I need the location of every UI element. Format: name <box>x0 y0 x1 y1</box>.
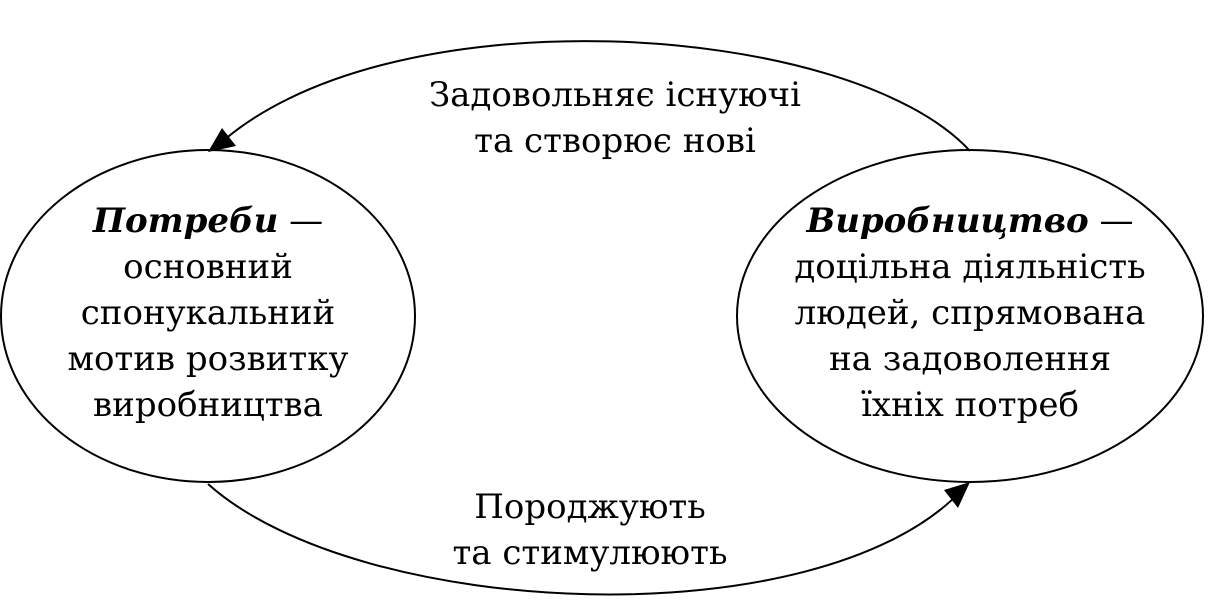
top-edge-label-line-1: Задовольняє існуючі <box>428 75 802 115</box>
needs-dash: — <box>278 201 324 241</box>
bottom-edge-label-line-1: Породжують <box>474 487 706 527</box>
bottom-edge-label: Породжують та стимулюють <box>340 484 840 576</box>
needs-node-text: Потреби — основний спонукальний мотив ро… <box>8 198 408 428</box>
bottom-arc-arrow <box>207 483 963 596</box>
production-line-4: їхніх потреб <box>861 385 1079 425</box>
production-node-text: Виробництво — доцільна діяльність людей,… <box>745 198 1195 428</box>
production-line-1: доцільна діяльність <box>794 247 1146 287</box>
needs-title: Потреби <box>92 201 279 241</box>
bottom-edge-label-line-2: та стимулюють <box>452 533 728 573</box>
top-arrowhead <box>208 128 236 152</box>
production-dash: — <box>1088 201 1134 241</box>
bottom-arrowhead <box>944 482 970 508</box>
needs-line-3: мотив розвитку <box>67 339 349 379</box>
production-line-2: людей, спрямована <box>794 293 1146 333</box>
needs-title-line: Потреби — <box>8 198 408 244</box>
production-title-line: Виробництво — <box>745 198 1195 244</box>
needs-line-4: виробництва <box>93 385 323 425</box>
needs-line-2: спонукальний <box>80 293 336 333</box>
top-edge-label-line-2: та створює нові <box>474 121 756 161</box>
needs-line-1: основний <box>123 247 293 287</box>
production-title: Виробництво <box>806 201 1089 241</box>
top-edge-label: Задовольняє існуючі та створює нові <box>340 72 890 164</box>
top-arc-arrow <box>212 40 971 152</box>
needs-ellipse <box>0 149 416 483</box>
production-line-3: на задоволення <box>828 339 1112 379</box>
